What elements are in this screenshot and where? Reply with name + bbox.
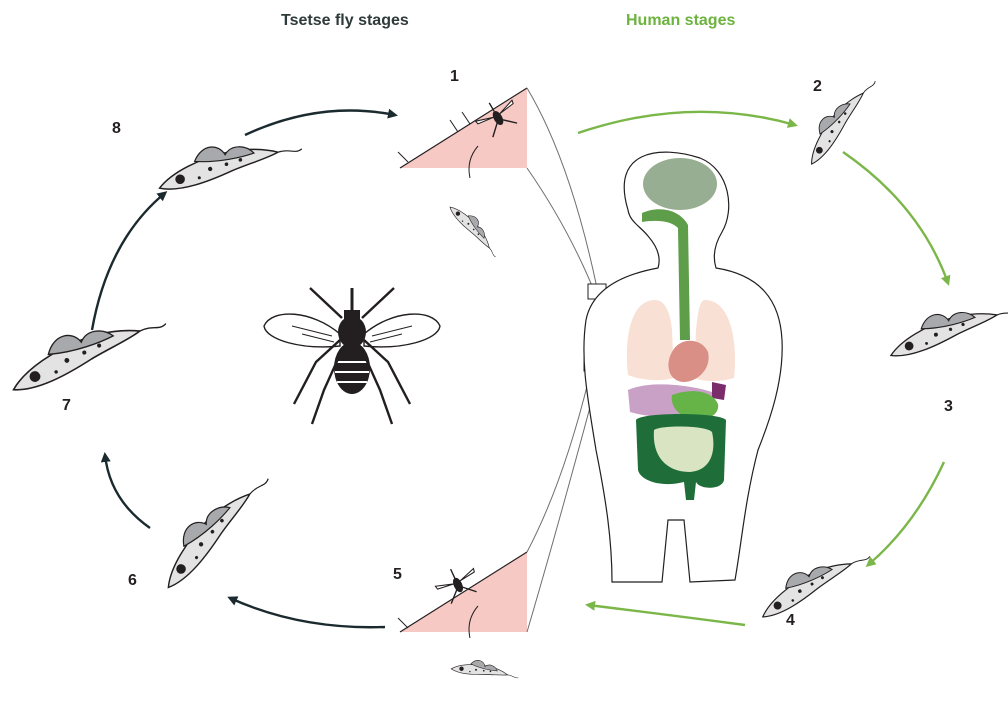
stage-7-parasite — [3, 308, 173, 393]
cycle-arrow-4-to-5 — [588, 605, 745, 625]
brain-organ — [643, 158, 717, 210]
stage-2-parasite — [795, 74, 887, 166]
stage-5-parasite — [451, 654, 520, 688]
cycle-arrow-1-to-2 — [578, 112, 795, 133]
stage-6-parasite — [147, 468, 283, 590]
stage-1-parasite — [449, 198, 501, 263]
stage-1-bite-skin — [398, 88, 527, 178]
spleen-organ — [712, 382, 726, 400]
cycle-arrow-5-to-6 — [230, 598, 385, 627]
cycle-arrow-8-to-1 — [245, 111, 395, 136]
stage-3-parasite — [884, 297, 1008, 358]
cycle-arrow-6-to-7 — [105, 455, 150, 528]
stage-5-bite-skin — [398, 552, 527, 638]
cycle-arrow-2-to-3 — [843, 152, 948, 283]
cycle-arrow-7-to-8 — [92, 193, 165, 330]
stage-4-parasite — [752, 545, 877, 619]
tsetse-fly-silhouette — [264, 288, 440, 424]
stage-8-parasite — [155, 135, 305, 192]
cycle-arrow-3-to-4 — [868, 462, 944, 565]
